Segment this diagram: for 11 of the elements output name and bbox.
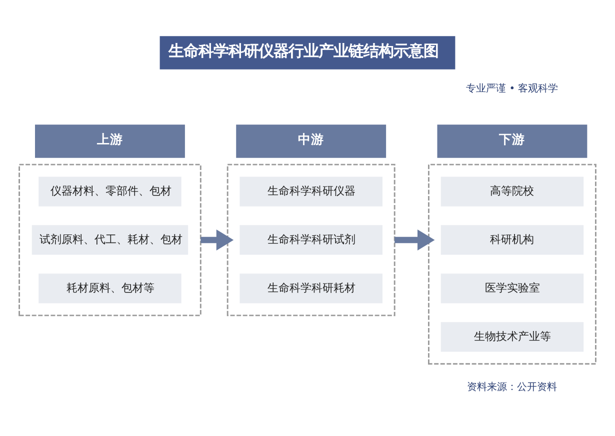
node-box: 下游 <box>437 124 588 158</box>
cluster <box>226 164 396 316</box>
arrow <box>200 229 234 251</box>
node-box: 中游 <box>236 124 386 158</box>
diagram-title: 生命科学科研仪器行业产业链结构示意图 <box>168 42 438 60</box>
arrow <box>394 229 435 251</box>
node-box: 上游 <box>35 124 185 158</box>
cluster <box>18 164 202 316</box>
cluster <box>428 164 596 365</box>
label: 资料来源：公开资料 <box>467 382 558 393</box>
label: 专业严谨 • 客观科学 <box>466 84 558 95</box>
